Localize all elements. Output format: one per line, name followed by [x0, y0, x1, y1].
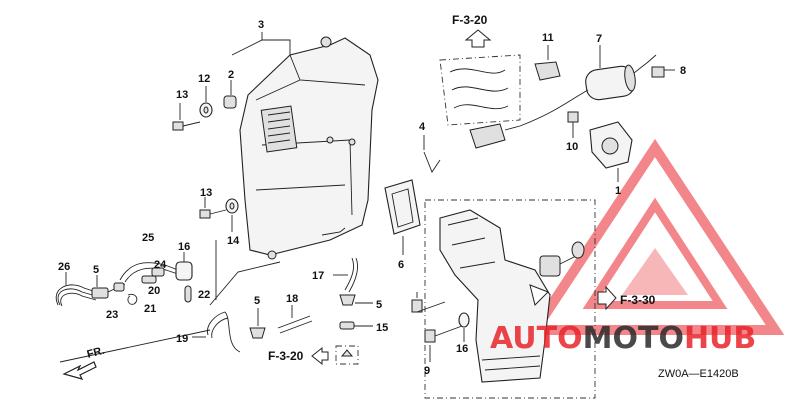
- hose-25: [119, 262, 179, 283]
- joint-5-right: [339, 294, 373, 306]
- part-label-9-lower: 13: [200, 187, 212, 199]
- tube-16-upper: [333, 257, 359, 293]
- part-label-21: 22: [198, 289, 210, 301]
- part-label-1: 1: [615, 185, 621, 197]
- pipe-19: [141, 275, 157, 284]
- gasket-6: [384, 179, 421, 255]
- part-label-22: 23: [106, 309, 118, 321]
- part-labels: 3 2 12 13 13 14 25 16 24 20 22 21 23 26 …: [58, 19, 686, 377]
- part-label-9-upper: 13: [176, 89, 188, 101]
- part-label-16-lower: 18: [286, 293, 298, 305]
- part-label-11: 9: [424, 365, 430, 377]
- part-label-7: 7: [596, 33, 602, 45]
- ref-bottom-text: F-3-20: [268, 349, 304, 363]
- part-label-16-upper: 17: [312, 270, 324, 282]
- part-label-13-upper: 12: [198, 73, 210, 85]
- diagram-code: ZW0A—E1420B: [658, 368, 739, 380]
- washer-13-upper: [199, 86, 213, 118]
- joint-5-lower: [249, 308, 266, 339]
- gasket-outline-dashed: [439, 54, 521, 126]
- collar-2: [223, 80, 237, 109]
- canister-7: [469, 45, 657, 149]
- part-label-18: 16: [178, 241, 190, 253]
- part-label-8: 8: [680, 65, 686, 77]
- valve-18: [175, 252, 193, 281]
- bolt-26: [411, 292, 446, 313]
- part-label-25: 25: [142, 232, 154, 244]
- bolt-10: [567, 111, 579, 138]
- part-label-14: 16: [456, 343, 468, 355]
- bolt-9-upper: [172, 103, 201, 131]
- ref-right-text: F-3-30: [620, 293, 656, 307]
- part-label-15: 15: [376, 322, 388, 334]
- part-label-24: 26: [58, 261, 70, 273]
- intake-duct-assembly: [424, 199, 596, 399]
- clip-20: [127, 293, 138, 305]
- front-label: FR.: [86, 345, 106, 361]
- part-label-3: 3: [258, 19, 264, 31]
- part-label-5-left: 5: [93, 264, 99, 276]
- washer-14: [458, 312, 470, 342]
- washer-13-lower: [225, 198, 239, 232]
- part-label-13-lower: 14: [227, 235, 240, 247]
- ref-f-3-20-top: [464, 29, 492, 48]
- part-label-4: 4: [419, 121, 426, 133]
- front-arrow: [59, 329, 211, 380]
- part-label-5-lower: 5: [254, 295, 260, 307]
- fitting-23: [151, 267, 165, 277]
- bolt-8: [651, 66, 675, 78]
- tube-16-lower: [277, 305, 313, 334]
- tube-17: [192, 311, 241, 353]
- part-label-6: 6: [398, 259, 404, 271]
- ref-f-3-20-bottom-arrow: [311, 345, 359, 366]
- part-label-12: 11: [542, 32, 554, 44]
- part-label-20: 21: [144, 303, 156, 315]
- ref-top-text: F-3-20: [452, 13, 488, 27]
- clip-4: [423, 135, 441, 173]
- bolt-9-lower: [199, 197, 227, 219]
- part-label-19: 20: [148, 285, 160, 297]
- part-label-2: 2: [228, 69, 234, 81]
- cover-part-3: [239, 36, 379, 260]
- svg-text:AUTOMOTOHUB: AUTOMOTOHUB: [490, 321, 756, 356]
- pipe-21: [184, 285, 192, 303]
- bolt-11: [424, 325, 463, 362]
- part-label-17: 19: [176, 333, 188, 345]
- connector-12: [534, 45, 561, 81]
- bracket-1: [589, 121, 633, 182]
- part-label-23: 24: [154, 259, 167, 271]
- pipe-15: [339, 321, 373, 330]
- part-label-10: 10: [566, 141, 578, 153]
- watermark-text: AUTOMOTOHUB: [490, 321, 756, 356]
- part-label-5-right: 5: [376, 299, 382, 311]
- hose-24: [55, 272, 97, 307]
- joint-5-left: [91, 275, 109, 299]
- ref-f-3-30-arrow: [597, 285, 617, 311]
- hose-22: [107, 282, 126, 293]
